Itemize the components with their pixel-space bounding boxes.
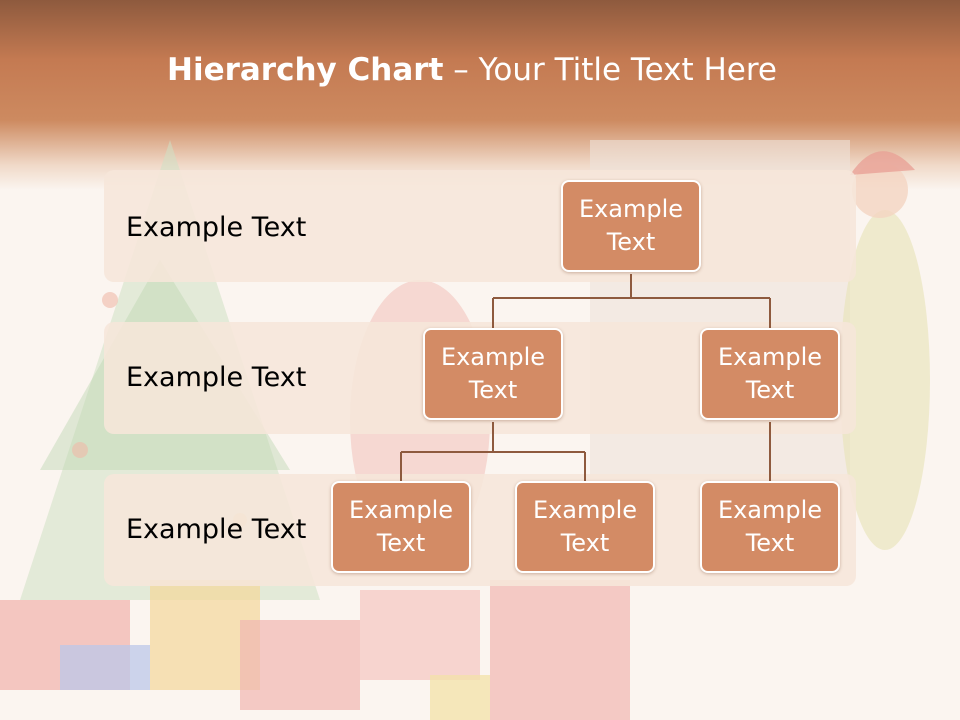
node-root[interactable]: Example Text [561, 180, 701, 272]
page-title: Hierarchy Chart – Your Title Text Here [0, 52, 944, 88]
node-level3-3-text: Example Text [717, 496, 823, 557]
band-label-1: Example Text [126, 212, 307, 243]
title-bold: Hierarchy Chart [167, 52, 444, 88]
node-level3-2-text: Example Text [532, 496, 638, 557]
node-level2-right[interactable]: Example Text [700, 328, 840, 420]
node-level2-left[interactable]: Example Text [423, 328, 563, 420]
node-root-text: Example Text [578, 195, 684, 256]
node-level3-1-text: Example Text [348, 496, 454, 557]
node-level2-right-text: Example Text [717, 343, 823, 404]
node-level2-left-text: Example Text [440, 343, 546, 404]
node-level3-2[interactable]: Example Text [515, 481, 655, 573]
band-label-2: Example Text [126, 362, 307, 393]
band-label-3: Example Text [126, 514, 307, 545]
node-level3-3[interactable]: Example Text [700, 481, 840, 573]
title-rest: – Your Title Text Here [443, 52, 777, 88]
level-band-1 [104, 170, 856, 282]
node-level3-1[interactable]: Example Text [331, 481, 471, 573]
